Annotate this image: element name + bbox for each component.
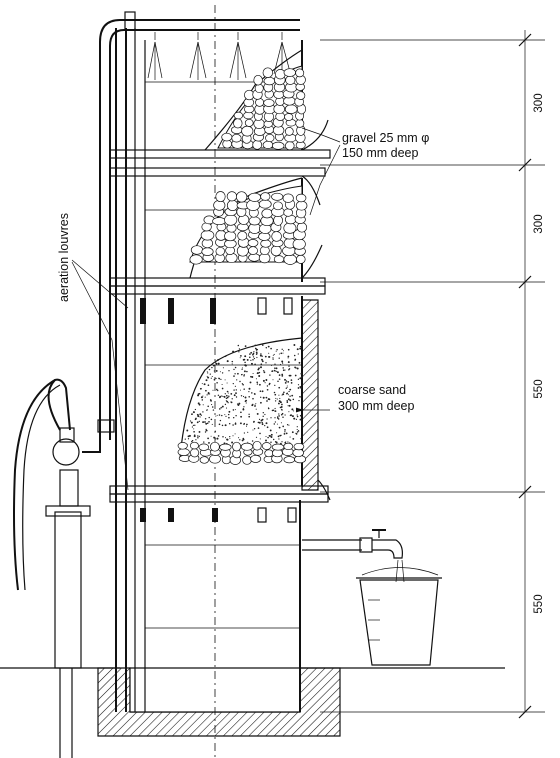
- sand-label: coarse sand: [338, 383, 406, 397]
- louvres: [140, 297, 297, 523]
- hand-pump: [13, 378, 101, 758]
- gravel-layer-top: [204, 49, 307, 151]
- louvres-label: aeration louvres: [57, 213, 71, 302]
- dimension-lines: 300 300 550 550: [320, 30, 545, 719]
- bucket: [356, 567, 442, 666]
- filter-column: [109, 5, 331, 758]
- sand-label-depth: 300 mm deep: [338, 399, 414, 413]
- foundation: [0, 667, 505, 737]
- dimension-label: 550: [533, 379, 545, 398]
- dimension-label: 550: [533, 594, 545, 613]
- sand-layer: [177, 337, 307, 465]
- gravel-label: gravel 25 mm φ: [342, 131, 429, 145]
- outlet-tap: [302, 529, 405, 583]
- dimension-label: 300: [533, 214, 545, 233]
- gravel-label-depth: 150 mm deep: [342, 146, 418, 160]
- gravel-layer-middle: [189, 177, 308, 279]
- dimension-label: 300: [533, 93, 545, 112]
- callouts: [71, 127, 341, 491]
